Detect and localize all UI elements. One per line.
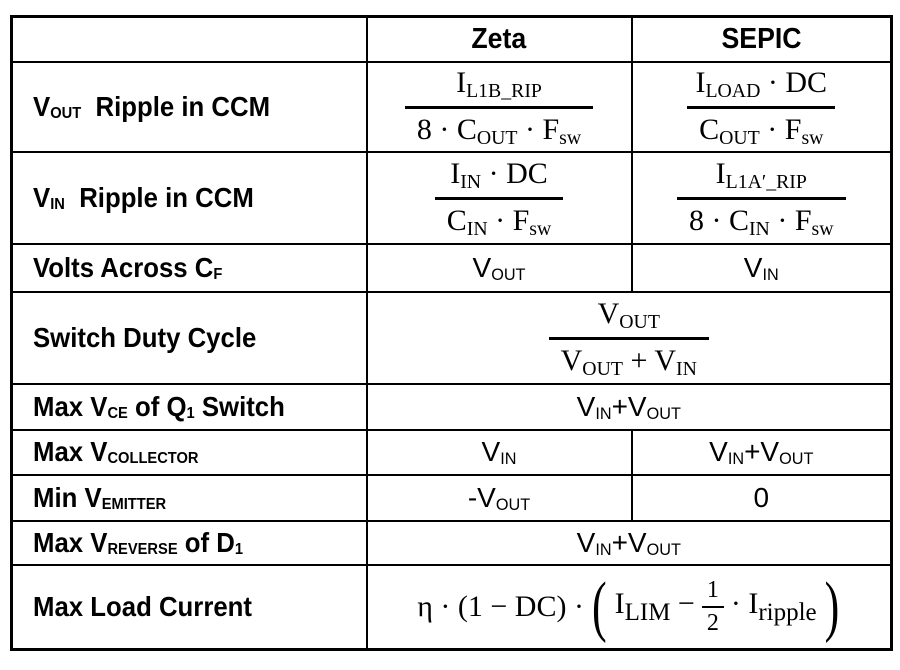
row-vin-ripple-ccm: VIN Ripple in CCM IIN · DC CIN · Fsw IL1…	[10, 150, 893, 245]
fraction-numerator: IL1B_RIP	[404, 64, 594, 109]
fraction-numerator: ILOAD · DC	[687, 64, 836, 109]
cell-value: 0	[753, 481, 770, 513]
cell-value: VIN+VOUT	[576, 390, 681, 423]
row-label: Max VREVERSE of D1	[33, 526, 244, 558]
fraction-numerator: IIN · DC	[434, 155, 564, 200]
fraction-denominator: 8 · COUT · Fsw	[416, 113, 582, 149]
sepic-cell: VIN	[630, 242, 893, 293]
sepic-cell: ILOAD · DC COUT · Fsw	[630, 60, 893, 153]
row-label-cell: Min VEMITTER	[10, 473, 368, 522]
row-label: Switch Duty Cycle	[33, 321, 257, 353]
header-row: Zeta SEPIC	[10, 15, 893, 63]
zeta-cell: VIN	[365, 428, 633, 476]
cell-value: VOUT	[472, 251, 526, 284]
row-max-vce: Max VCE of Q1 Switch VIN+VOUT	[10, 382, 893, 431]
comparison-table: Zeta SEPIC VOUT Ripple in CCM IL1B_RIP 8…	[10, 15, 893, 651]
row-label: Volts Across CF	[33, 251, 223, 283]
shared-cell: VIN+VOUT	[365, 382, 893, 431]
row-volts-across-cf: Volts Across CF VOUT VIN	[10, 242, 893, 293]
sepic-cell: IL1A′_RIP 8 · CIN · Fsw	[630, 150, 893, 245]
row-label: Max VCOLLECTOR	[33, 436, 199, 468]
col-header-zeta: Zeta	[365, 15, 633, 63]
row-label-cell: Max VCE of Q1 Switch	[10, 382, 368, 431]
fraction-numerator: IL1A′_RIP	[676, 155, 846, 200]
sepic-cell: VIN+VOUT	[630, 428, 893, 476]
row-label: Min VEMITTER	[33, 481, 167, 513]
fraction-denominator: COUT · Fsw	[699, 113, 824, 149]
fraction-numerator: VOUT	[548, 295, 709, 340]
shared-cell: VIN+VOUT	[365, 519, 893, 566]
cell-value: VIN+VOUT	[709, 436, 814, 469]
inline-fraction: 1 2	[701, 577, 724, 636]
row-max-vreverse: Max VREVERSE of D1 VIN+VOUT	[10, 519, 893, 566]
row-label: Max VCE of Q1 Switch	[33, 390, 285, 422]
empty-header-cell	[10, 15, 368, 63]
sepic-cell: 0	[630, 473, 893, 522]
zeta-cell: VOUT	[365, 242, 633, 293]
cell-value: -VOUT	[467, 481, 531, 514]
formula-term1: ILIM −	[614, 586, 695, 626]
fraction: IIN · DC CIN · Fsw	[434, 155, 564, 240]
fraction-denominator: VOUT + VIN	[560, 344, 697, 380]
fraction-denominator: CIN · Fsw	[446, 204, 552, 240]
row-min-vemitter: Min VEMITTER -VOUT 0	[10, 473, 893, 522]
cell-value: VIN+VOUT	[576, 526, 681, 559]
fraction: IL1A′_RIP 8 · CIN · Fsw	[676, 155, 846, 240]
row-label-cell: Max Load Current	[10, 563, 368, 651]
row-max-load-current: Max Load Current η · (1 − DC) · ( ILIM −…	[10, 563, 893, 651]
max-load-current-formula: η · (1 − DC) · ( ILIM − 1 2 · Iripple )	[417, 572, 840, 640]
row-label: VOUT Ripple in CCM	[33, 90, 271, 122]
row-label-cell: Max VREVERSE of D1	[10, 519, 368, 566]
open-paren: (	[591, 568, 607, 644]
fraction: ILOAD · DC COUT · Fsw	[687, 64, 836, 149]
row-label: VIN Ripple in CCM	[33, 181, 254, 213]
row-label-cell: VOUT Ripple in CCM	[10, 60, 368, 153]
shared-cell: η · (1 − DC) · ( ILIM − 1 2 · Iripple )	[365, 563, 893, 651]
inline-fraction-denominator: 2	[706, 609, 719, 636]
close-paren: )	[824, 568, 840, 644]
fraction: IL1B_RIP 8 · COUT · Fsw	[404, 64, 594, 149]
zeta-cell: -VOUT	[365, 473, 633, 522]
cell-value: VIN	[743, 251, 779, 284]
row-switch-duty-cycle: Switch Duty Cycle VOUT VOUT + VIN	[10, 290, 893, 385]
zeta-cell: IIN · DC CIN · Fsw	[365, 150, 633, 245]
cell-value: VIN	[481, 436, 517, 469]
row-label-cell: VIN Ripple in CCM	[10, 150, 368, 245]
col-header-sepic: SEPIC	[630, 15, 893, 63]
row-label-cell: Max VCOLLECTOR	[10, 428, 368, 476]
row-max-vcollector: Max VCOLLECTOR VIN VIN+VOUT	[10, 428, 893, 476]
row-label-cell: Volts Across CF	[10, 242, 368, 293]
col-header-sepic-label: SEPIC	[721, 22, 802, 55]
inline-fraction-numerator: 1	[701, 577, 724, 608]
fraction: VOUT VOUT + VIN	[548, 295, 709, 380]
zeta-cell: IL1B_RIP 8 · COUT · Fsw	[365, 60, 633, 153]
shared-cell: VOUT VOUT + VIN	[365, 290, 893, 385]
row-label: Max Load Current	[33, 590, 252, 622]
row-label-cell: Switch Duty Cycle	[10, 290, 368, 385]
formula-prefix: η · (1 − DC) ·	[417, 589, 584, 623]
fraction-denominator: 8 · CIN · Fsw	[688, 204, 834, 240]
row-vout-ripple-ccm: VOUT Ripple in CCM IL1B_RIP 8 · COUT · F…	[10, 60, 893, 153]
col-header-zeta-label: Zeta	[471, 22, 527, 55]
formula-term2: · Iripple	[730, 586, 817, 626]
